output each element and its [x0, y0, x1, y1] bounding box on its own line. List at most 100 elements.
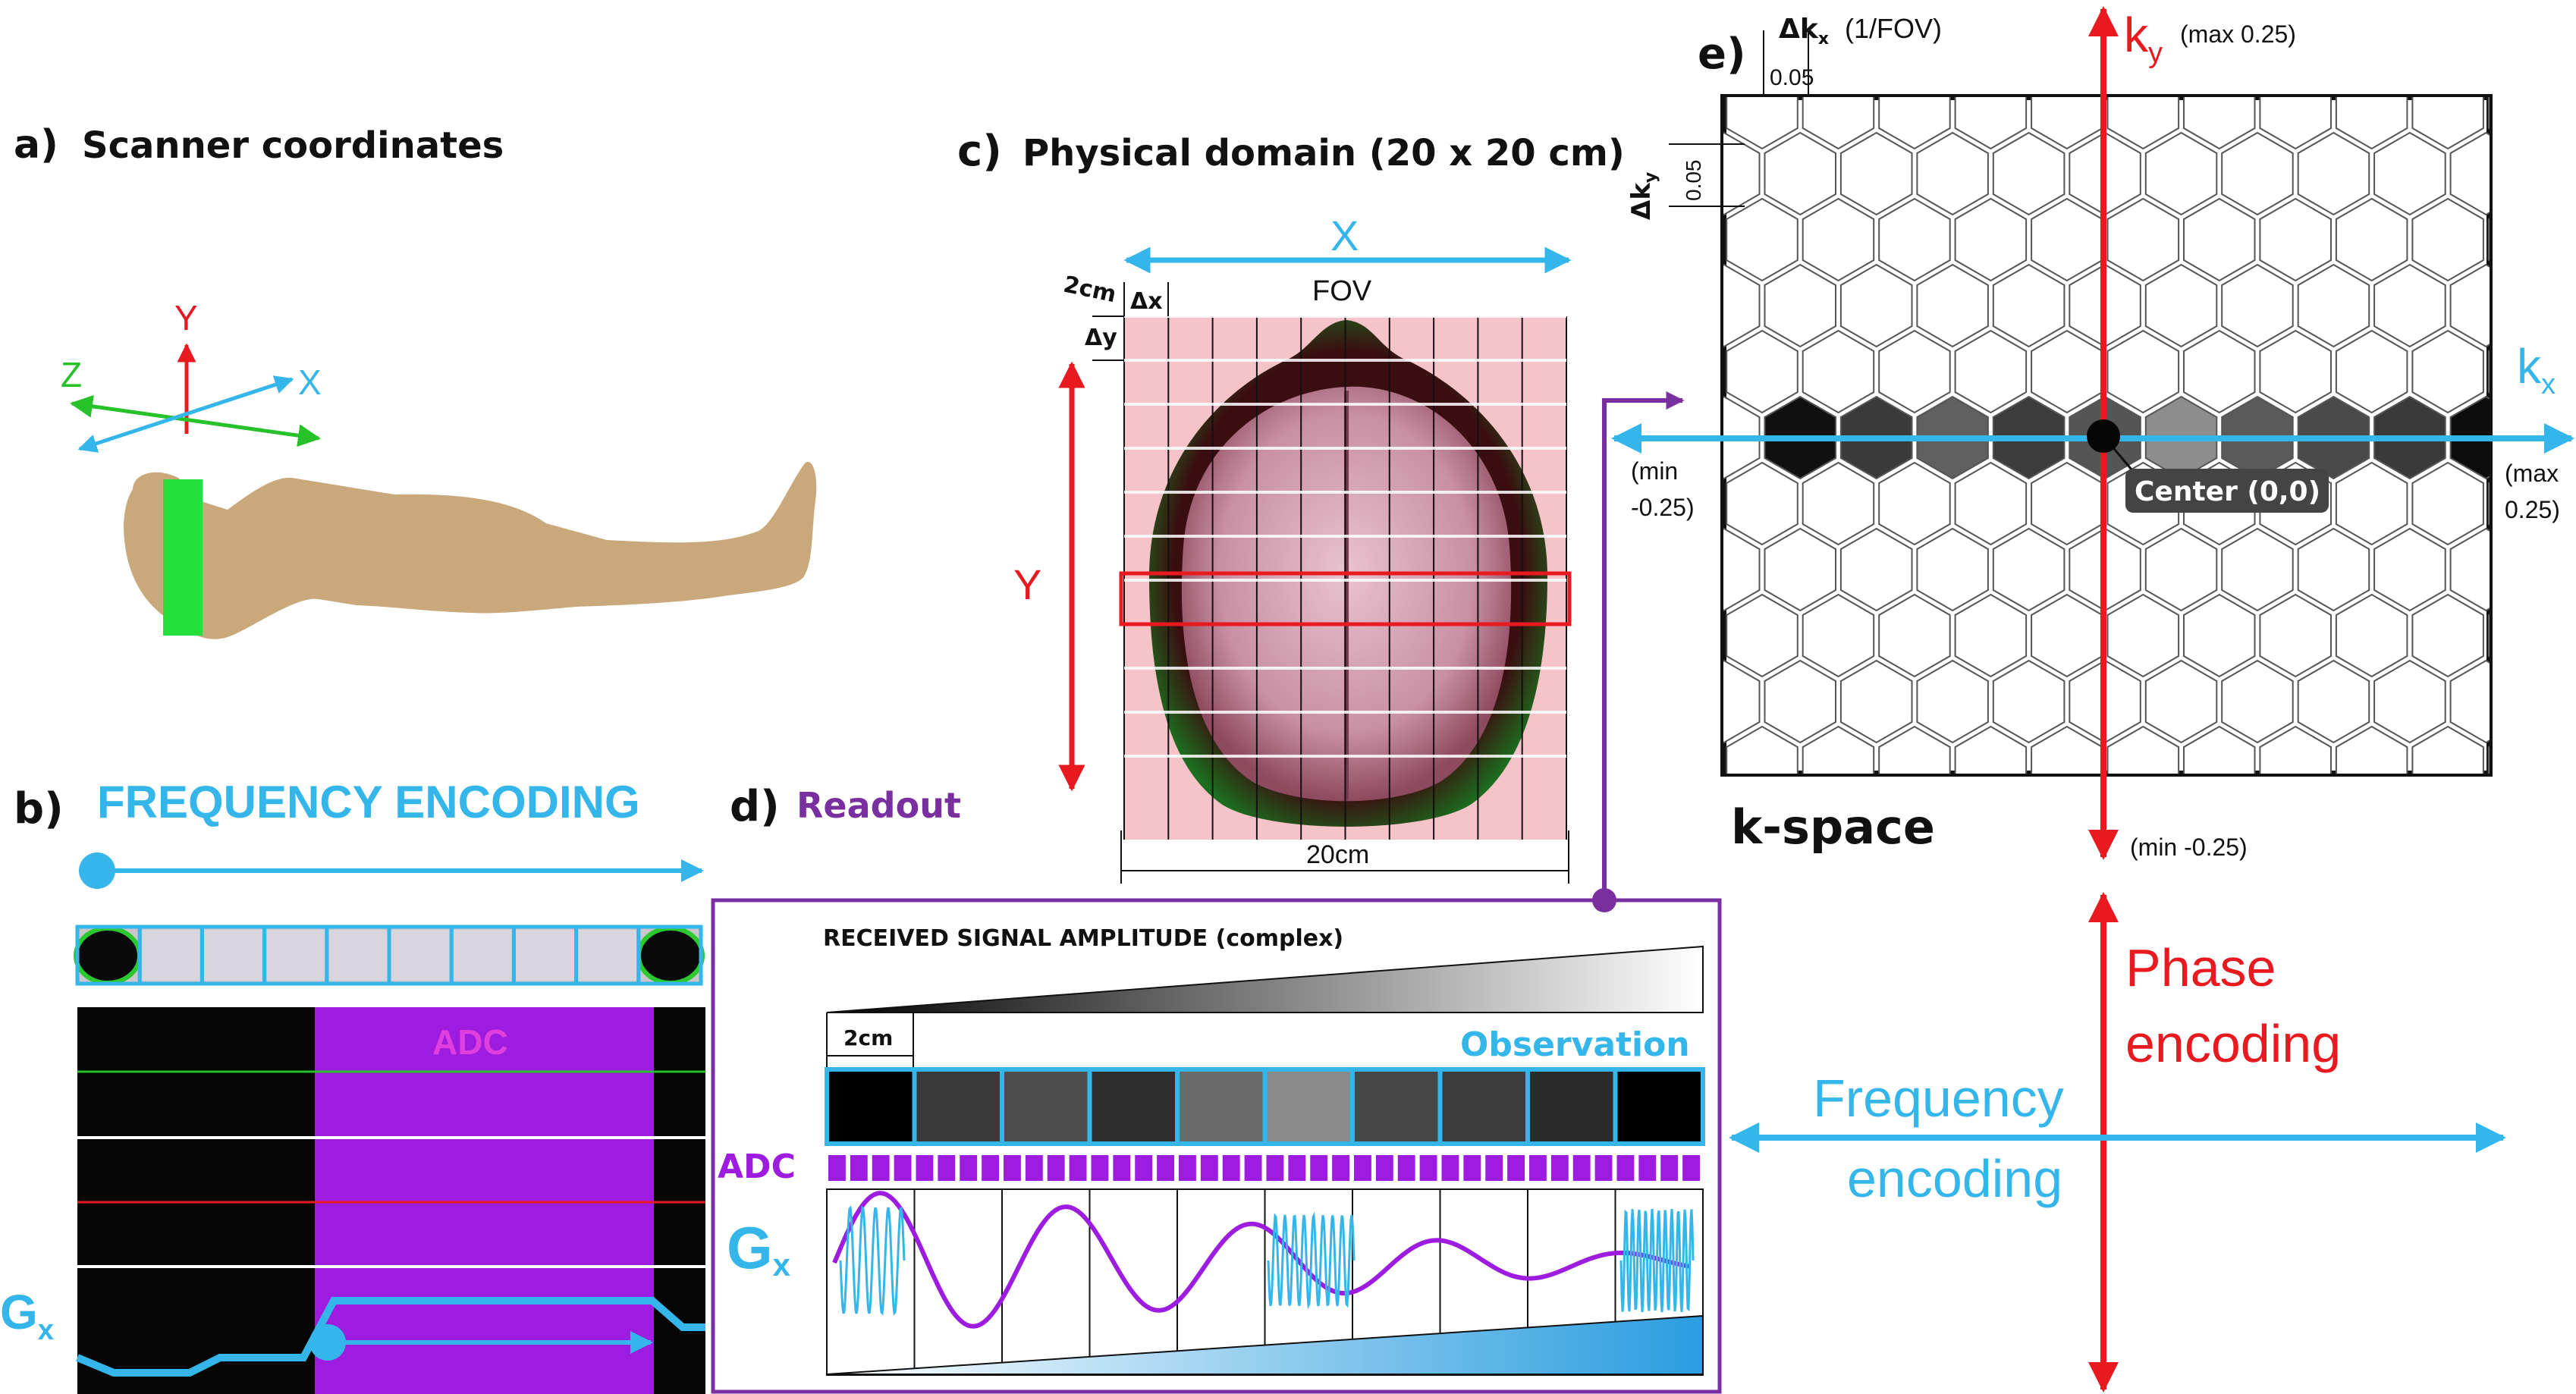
- adc-tick: [1266, 1155, 1284, 1181]
- kspace-hex: [2183, 329, 2256, 414]
- kspace-hex: [1723, 263, 1761, 348]
- kspace-hex: [1726, 197, 1798, 282]
- kspace-hex: [2259, 197, 2332, 282]
- adc-tick: [1179, 1155, 1196, 1181]
- adc-tick: [916, 1155, 934, 1181]
- dkx-label: Δkx: [1779, 14, 1829, 49]
- adc-tick: [894, 1155, 912, 1181]
- kspace-hex: [2144, 263, 2218, 348]
- kspace-hex: [2031, 97, 2103, 150]
- kx-label: kx: [2517, 339, 2556, 400]
- center-badge: [2125, 469, 2329, 513]
- axis-z-line: [70, 394, 321, 447]
- kspace-hex: [1916, 659, 1989, 744]
- kspace-hex: [2527, 133, 2576, 215]
- kspace-hex-grid: [1651, 1, 2576, 774]
- phase-label-1: Phase: [2125, 938, 2276, 997]
- adc-tick: [1332, 1155, 1349, 1181]
- adc-tick: [1288, 1155, 1306, 1181]
- kspace-hex: [2335, 197, 2408, 282]
- adc-tick: [1507, 1155, 1525, 1181]
- adc-tick: [1463, 1155, 1481, 1181]
- kspace-hex: [2487, 97, 2490, 130]
- center-dot: [2087, 419, 2120, 453]
- kspace-hex: [2297, 131, 2370, 216]
- kspace-hex: [1954, 593, 2028, 678]
- head-coil: [163, 479, 203, 636]
- kx-min-2: -0.25): [1631, 494, 1695, 521]
- panel-d-letter: d): [730, 782, 780, 831]
- kspace-hex: [1954, 725, 2028, 774]
- adc-tick: [1572, 1155, 1591, 1181]
- kspace-hex: [2374, 1, 2446, 83]
- kspace-hex: [2487, 614, 2490, 658]
- panel-e: e) Δkx (1/FOV) 0.05 Δky 0.05 ky (max 0.2…: [1611, 1, 2576, 861]
- kspace-hex: [2449, 131, 2490, 216]
- adc-tick: [1135, 1155, 1153, 1181]
- observation-cell: [1262, 1067, 1355, 1146]
- kspace-hex: [2411, 725, 2484, 774]
- kspace-hex: [1954, 197, 2028, 282]
- dy-label: Δy: [1085, 325, 1117, 351]
- kspace-hex: [1954, 461, 2028, 546]
- kspace-hex: [2335, 329, 2408, 414]
- panel-b-letter: b): [14, 784, 64, 834]
- kspace-hex: [1651, 67, 1722, 149]
- kspace-hex: [1802, 725, 1875, 774]
- observation-cell: [1437, 1067, 1530, 1146]
- kspace-hex: [1651, 199, 1722, 281]
- observation-cell: [912, 1067, 1004, 1146]
- kx-min-1: (min: [1631, 457, 1678, 485]
- kspace-hex: [2144, 131, 2218, 216]
- kspace-hex: [1802, 97, 1875, 150]
- gx-gradient-wedge: [826, 1314, 1704, 1375]
- kspace-hex: [2487, 746, 2490, 774]
- kspace-hex: [2221, 527, 2294, 612]
- kspace-hex: [2449, 263, 2490, 348]
- adc-tick: [1419, 1155, 1437, 1181]
- kspace-hex: [1764, 659, 1836, 744]
- kspace-hex: [2297, 527, 2370, 612]
- kspace-hex: [1726, 329, 1798, 414]
- freq-label-1: Frequency: [1813, 1069, 2064, 1128]
- adc-label-d: ADC: [718, 1148, 796, 1186]
- adc-tick: [1616, 1155, 1635, 1181]
- kspace-hex: [2297, 263, 2370, 348]
- adc-tick: [1354, 1155, 1371, 1181]
- kspace-hex: [1916, 131, 1989, 216]
- readout-line-highlight: [1119, 571, 1572, 626]
- adc-tick: [1004, 1155, 1021, 1181]
- kx-max-2: 0.25): [2505, 496, 2560, 523]
- observation-cell: [1525, 1067, 1618, 1146]
- adc-tick: [1550, 1155, 1569, 1181]
- x-label: X: [1330, 212, 1359, 259]
- adc-tick: [938, 1155, 956, 1181]
- kspace-hex: [2221, 131, 2294, 216]
- kspace-hex: [2298, 1, 2370, 83]
- kspace-hex: [2373, 131, 2446, 216]
- panel-d-title: Readout: [796, 785, 961, 826]
- adc-tick: [1375, 1155, 1393, 1181]
- kspace-hex: [1723, 131, 1761, 216]
- kspace-hex: [1802, 461, 1875, 546]
- kspace-hex: [2183, 97, 2256, 150]
- kspace-hex: [2449, 527, 2490, 612]
- gx-gradient-trace: [76, 1297, 705, 1377]
- kspace-hex: [2373, 527, 2446, 612]
- kspace-label: k-space: [1731, 799, 1935, 855]
- kspace-hex: [2106, 97, 2180, 150]
- adc-tick: [1069, 1155, 1087, 1181]
- kspace-hex: [2527, 661, 2576, 743]
- kspace-hex: [1992, 131, 2066, 216]
- readout-connector: [1602, 391, 1685, 900]
- adc-tick: [1682, 1155, 1700, 1181]
- kspace-hex: [1764, 263, 1836, 348]
- kspace-hex: [1954, 97, 2028, 150]
- kspace-hex: [1839, 263, 1913, 348]
- dky-value: 0.05: [1682, 160, 1705, 202]
- kspace-hex: [1878, 329, 1951, 414]
- kspace-hex: [1916, 263, 1989, 348]
- kspace-hex: [2411, 461, 2484, 546]
- kspace-hex: [2487, 350, 2490, 394]
- kspace-hex: [1726, 97, 1798, 150]
